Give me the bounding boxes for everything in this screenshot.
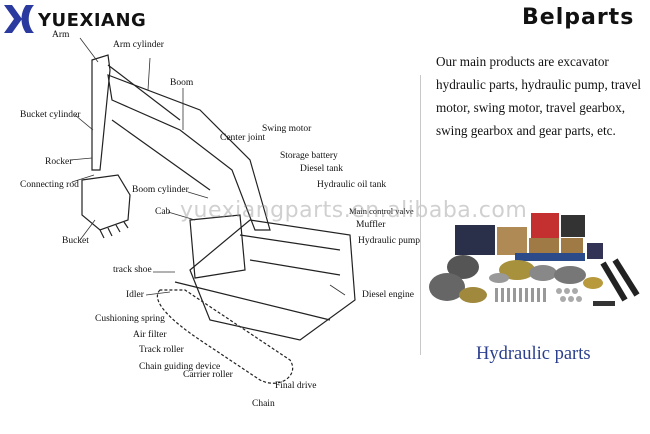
label-main-control-valve: Main control valve bbox=[349, 206, 414, 216]
label-air-filter: Air filter bbox=[133, 330, 167, 340]
arm-cylinder-shape bbox=[107, 64, 181, 121]
label-connecting-rod: Connecting rod bbox=[20, 180, 79, 190]
label-track-roller: Track roller bbox=[139, 345, 184, 355]
label-final-drive: Final drive bbox=[275, 381, 317, 391]
label-bucket: Bucket bbox=[62, 236, 89, 246]
body-shape bbox=[189, 219, 356, 341]
label-boom-cylinder: Boom cylinder bbox=[132, 185, 189, 195]
hydraulic-parts-photo bbox=[429, 213, 640, 306]
label-bucket-cylinder: Bucket cylinder bbox=[20, 110, 81, 120]
label-idler: Idler bbox=[126, 290, 144, 300]
logo-text: YUEXIANG bbox=[38, 9, 147, 31]
brand-logo: Belparts bbox=[522, 5, 635, 30]
label-diesel-engine: Diesel engine bbox=[362, 290, 414, 300]
label-diesel-tank: Diesel tank bbox=[300, 164, 344, 174]
description-line: Our main products are excavator bbox=[436, 54, 609, 69]
arm-shape bbox=[91, 54, 111, 171]
product-description: Our main products are excavator hydrauli… bbox=[436, 50, 646, 142]
track-shape bbox=[156, 289, 294, 384]
label-cab: Cab bbox=[155, 207, 171, 217]
divider bbox=[420, 75, 421, 355]
description-line: motor, swing motor, travel gearbox, bbox=[436, 100, 626, 115]
label-hydraulic-pump: Hydraulic pump bbox=[358, 236, 421, 246]
label-hydraulic-oil-tank: Hydraulic oil tank bbox=[317, 180, 387, 190]
description-line: swing gearbox and gear parts, etc. bbox=[436, 123, 616, 138]
label-arm-cylinder: Arm cylinder bbox=[113, 40, 164, 50]
label-carrier-roller: Carrier roller bbox=[183, 370, 233, 380]
excavator-diagram bbox=[69, 37, 356, 384]
label-chain-guiding-device: Chain guiding device bbox=[139, 362, 221, 372]
label-chain: Chain bbox=[252, 399, 275, 409]
cab-shape bbox=[189, 214, 246, 279]
label-rocker: Rocker bbox=[45, 157, 73, 167]
logo-x-icon bbox=[4, 5, 34, 33]
label-track-shoe: track shoe bbox=[113, 265, 152, 275]
label-swing-motor: Swing motor bbox=[262, 124, 312, 134]
product-caption: Hydraulic parts bbox=[476, 344, 591, 364]
label-arm: Arm bbox=[52, 30, 70, 40]
label-boom: Boom bbox=[170, 78, 194, 88]
label-muffler: Muffler bbox=[356, 220, 386, 230]
watermark: yuexiangparts.en.alibaba.com bbox=[180, 198, 528, 223]
yuexiang-logo: YUEXIANG bbox=[2, 2, 146, 38]
label-cushioning-spring: Cushioning spring bbox=[95, 314, 165, 324]
bucket-shape bbox=[81, 174, 131, 231]
label-storage-battery: Storage battery bbox=[280, 151, 338, 161]
boom-cylinder-shape bbox=[111, 119, 211, 191]
label-center-joint: Center joint bbox=[220, 133, 266, 143]
boom-shape bbox=[107, 74, 271, 231]
description-line: hydraulic parts, hydraulic pump, travel bbox=[436, 77, 642, 92]
